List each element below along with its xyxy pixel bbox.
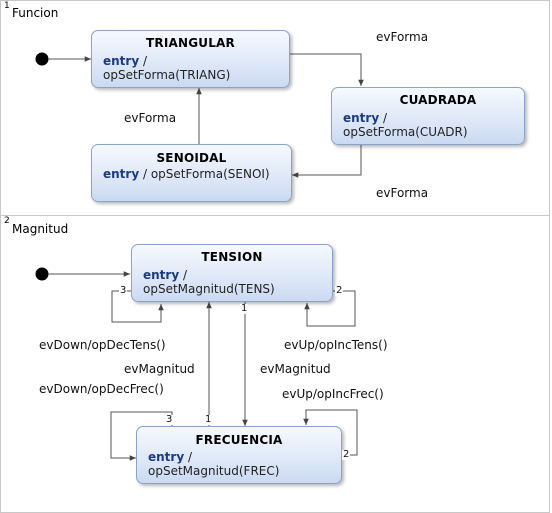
initial-pseudostate[interactable] xyxy=(35,267,49,281)
state-entry-action: entry / opSetForma(TRIANG) xyxy=(103,54,230,82)
state-tension[interactable]: TENSION entry / opSetMagnitud(TENS) xyxy=(131,244,333,302)
entry-separator: / xyxy=(139,54,148,68)
entry-keyword: entry xyxy=(143,268,180,282)
entry-keyword: entry xyxy=(343,111,380,125)
transition-tension-self-right[interactable] xyxy=(304,290,356,327)
state-name: TRIANGULAR xyxy=(146,36,235,50)
transition-label: evForma xyxy=(124,111,177,125)
entry-action-text: opSetMagnitud(TENS) xyxy=(143,282,275,296)
transition-label: evMagnitud xyxy=(124,362,195,376)
entry-action-text: opSetForma(CUADR) xyxy=(343,125,468,139)
region-index: 1 xyxy=(4,1,10,11)
priority-number: 2 xyxy=(342,449,351,460)
entry-keyword: entry xyxy=(103,54,140,68)
entry-separator: / xyxy=(179,268,188,282)
transition-cuadrada-senoidal[interactable] xyxy=(292,145,362,178)
entry-action-text: opSetForma(TRIANG) xyxy=(103,68,231,82)
state-senoidal[interactable]: SENOIDAL entry / opSetForma(SENOI) xyxy=(91,144,292,202)
priority-number: 3 xyxy=(119,285,128,296)
region-index: 2 xyxy=(4,216,10,226)
entry-keyword: entry xyxy=(103,167,140,181)
entry-separator: / xyxy=(184,450,193,464)
state-cuadrada[interactable]: CUADRADA entry / opSetForma(CUADR) xyxy=(331,87,525,145)
region-title: Funcion xyxy=(12,6,59,20)
state-entry-action: entry / opSetMagnitud(FREC) xyxy=(148,450,279,478)
transition-label: evForma xyxy=(376,186,429,200)
state-name: SENOIDAL xyxy=(156,151,227,165)
entry-action-text: opSetForma(SENOI) xyxy=(150,167,270,181)
transition-frecuencia-self-right[interactable] xyxy=(303,409,358,456)
entry-separator: / xyxy=(139,167,151,181)
state-entry-action: entry / opSetForma(SENOI) xyxy=(103,167,270,181)
state-entry-action: entry / opSetMagnitud(TENS) xyxy=(143,268,275,296)
transition-tension-self-left[interactable] xyxy=(111,290,164,323)
transition-label: evDown/opDecFrec() xyxy=(39,382,164,396)
transition-label: evUp/opIncFrec() xyxy=(282,387,384,401)
transition-label: evMagnitud xyxy=(260,362,331,376)
priority-number: 2 xyxy=(335,285,344,296)
state-name: CUADRADA xyxy=(399,93,477,107)
state-entry-action: entry / opSetForma(CUADR) xyxy=(343,111,468,139)
state-triangular[interactable]: TRIANGULAR entry / opSetForma(TRIANG) xyxy=(91,30,290,88)
transition-label: evUp/opIncTens() xyxy=(284,338,388,352)
state-name: TENSION xyxy=(201,250,263,264)
priority-number: 3 xyxy=(165,414,174,425)
transition-triangular-cuadrada[interactable] xyxy=(290,53,364,86)
state-name: FRECUENCIA xyxy=(195,433,283,447)
state-frecuencia[interactable]: FRECUENCIA entry / opSetMagnitud(FREC) xyxy=(136,426,342,484)
entry-separator: / xyxy=(379,111,388,125)
region-title: Magnitud xyxy=(12,222,69,236)
priority-number: 1 xyxy=(204,414,213,425)
entry-keyword: entry xyxy=(148,450,185,464)
priority-number: 1 xyxy=(240,303,249,314)
transition-label: evDown/opDecTens() xyxy=(39,338,166,352)
entry-action-text: opSetMagnitud(FREC) xyxy=(148,464,280,478)
initial-pseudostate[interactable] xyxy=(35,52,49,66)
transition-label: evForma xyxy=(376,30,429,44)
